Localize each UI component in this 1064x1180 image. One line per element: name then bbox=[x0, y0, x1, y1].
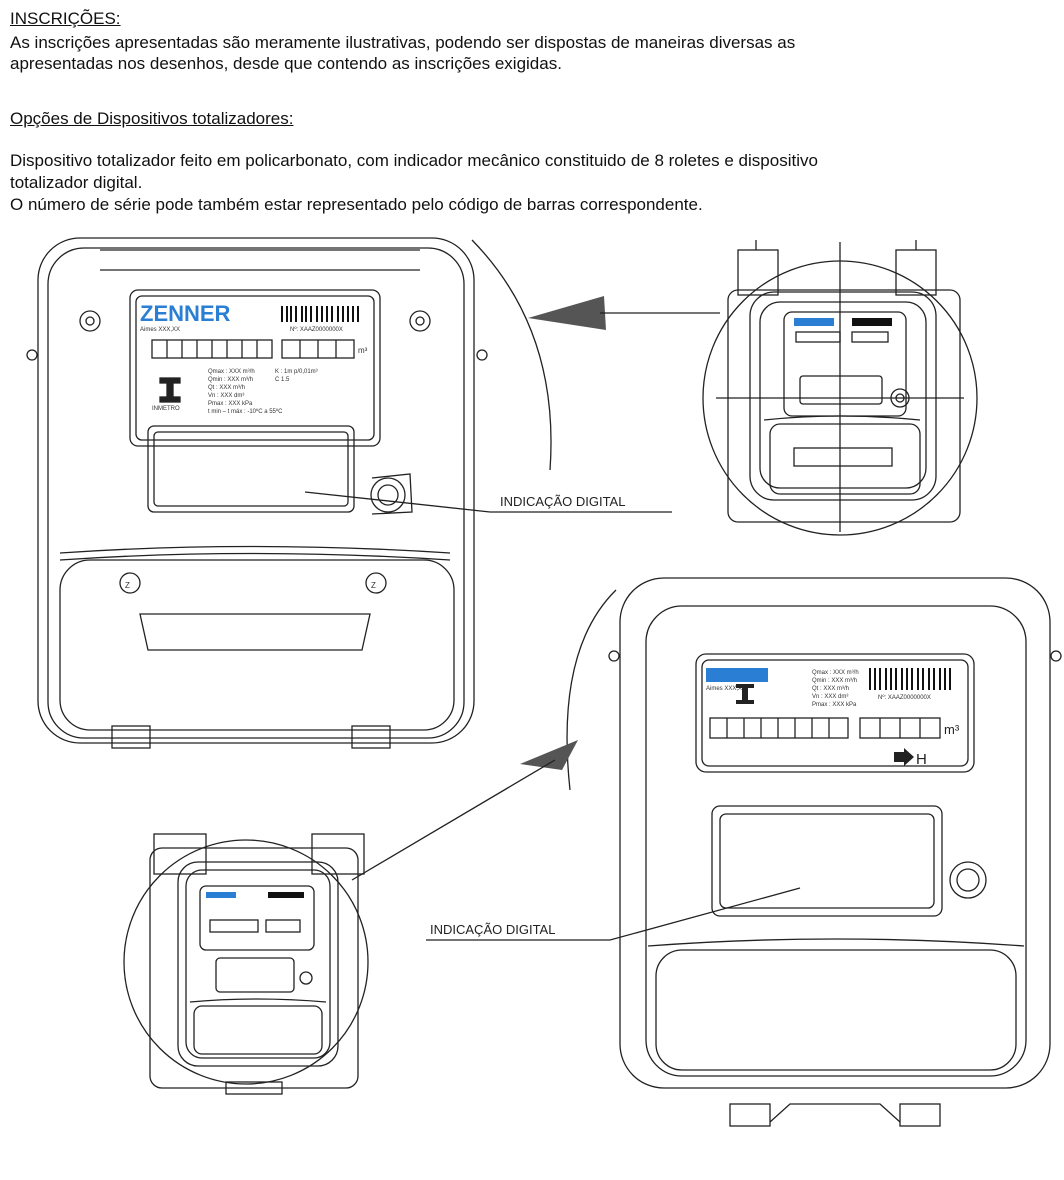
description-line-3: O número de série pode também estar repr… bbox=[10, 195, 703, 214]
front-meter-large: ZENNER Aimes XXX,XX Nº: XAAZ0000000X m³ bbox=[26, 237, 488, 749]
unit-right: m³ bbox=[944, 722, 960, 737]
model-text-large: Aimes XXX,XX bbox=[140, 327, 180, 333]
coin-symbol-right: Z bbox=[371, 581, 376, 590]
callout-arc-top bbox=[471, 239, 552, 471]
description-line-1: Dispositivo totalizador feito em policar… bbox=[10, 151, 818, 170]
callout-arc-bottom bbox=[566, 589, 617, 791]
spec-qt-right: Qt : XXX m³/h bbox=[812, 686, 849, 692]
spec-qmin-right: Qmin : XXX m³/h bbox=[812, 678, 857, 684]
inmetro-logo-large bbox=[159, 377, 181, 403]
inscricoes-heading: INSCRIÇÕES: bbox=[10, 9, 121, 28]
spec-vn-right: Vn : XXX dm³ bbox=[812, 694, 848, 700]
intro-line-1: As inscrições apresentadas são meramente… bbox=[10, 33, 796, 52]
flow-letter: H bbox=[916, 751, 927, 768]
arrow-head-top bbox=[528, 296, 606, 330]
meter-technical-drawing: ZENNER Aimes XXX,XX Nº: XAAZ0000000X m³ bbox=[26, 237, 1062, 1127]
coin-symbol-left: Z bbox=[125, 581, 130, 590]
spec-qt-large: Qt : XXX m³/h bbox=[208, 385, 245, 391]
digital-indication-label-top: INDICAÇÃO DIGITAL bbox=[500, 494, 625, 509]
digital-display-large bbox=[147, 425, 355, 513]
brand-strip-bottom-left bbox=[206, 892, 236, 898]
brand-strip-right bbox=[706, 668, 768, 682]
spec-vn-large: Vn : XXX dm³ bbox=[208, 393, 244, 399]
meter-detail-top-right bbox=[702, 240, 978, 536]
roller-counter-right bbox=[709, 717, 941, 739]
model-text-right: Aimes XXX,XX bbox=[706, 686, 746, 692]
k-text-large: K : 1m p/0,01m³ bbox=[275, 369, 318, 375]
serial-text-right: Nº: XAAZ0000000X bbox=[878, 694, 931, 701]
intro-line-2: apresentadas nos desenhos, desde que con… bbox=[10, 54, 562, 73]
spec-temp-large: t min – t máx : -10ºC a 55ºC bbox=[208, 408, 283, 415]
spec-qmax-large: Qmax : XXX m³/h bbox=[208, 369, 255, 375]
meter-detail-bottom-left bbox=[123, 833, 369, 1095]
inmetro-logo-right bbox=[736, 684, 754, 704]
arrow-head-bottom bbox=[520, 740, 578, 770]
barcode-large bbox=[281, 306, 359, 322]
spec-pmax-large: Pmax : XXX kPa bbox=[208, 401, 253, 407]
spec-pmax-right: Pmax : XXX kPa bbox=[812, 702, 857, 708]
spec-qmax-right: Qmax : XXX m³/h bbox=[812, 670, 859, 676]
brand-strip-top-right bbox=[794, 318, 834, 326]
options-subheading: Opções de Dispositivos totalizadores: bbox=[10, 109, 294, 128]
brand-logo-large: ZENNER bbox=[140, 301, 231, 326]
roller-counter-large bbox=[151, 339, 355, 359]
inmetro-text-large: INMETRO bbox=[152, 406, 180, 412]
unit-large: m³ bbox=[358, 346, 368, 355]
barcode-right bbox=[869, 668, 951, 690]
description-line-2: totalizador digital. bbox=[10, 173, 143, 192]
serial-text-large: Nº: XAAZ0000000X bbox=[290, 326, 343, 333]
flow-arrow-icon bbox=[894, 748, 914, 766]
front-meter-right: Aimes XXX,XX Qmax : XXX m³/h Qmin : XXX … bbox=[608, 577, 1062, 1127]
digital-display-right bbox=[711, 805, 943, 917]
digital-indication-label-bottom: INDICAÇÃO DIGITAL bbox=[430, 922, 555, 937]
class-text-large: C 1.5 bbox=[275, 377, 290, 383]
spec-qmin-large: Qmin : XXX m³/h bbox=[208, 377, 253, 383]
